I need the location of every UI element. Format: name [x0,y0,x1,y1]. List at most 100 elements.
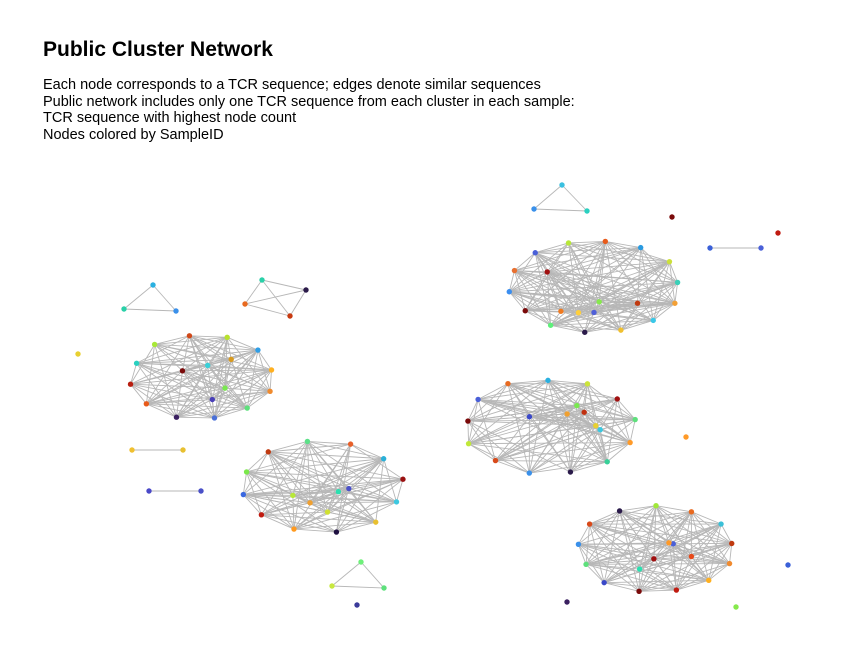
c2-edge [560,302,638,312]
c5-node [688,553,695,560]
c1-edge [136,335,190,364]
c1-edge [176,387,226,418]
c4-edge [507,383,585,413]
c2-edge [550,324,585,333]
c2-edge [578,312,654,321]
c4-edge [566,398,618,415]
c3-node [380,456,387,462]
c3-node [324,509,331,515]
c3-edge [246,471,376,523]
c3-edge [242,471,248,495]
tri-2-node [531,206,537,212]
c2-edge [547,271,675,304]
c5-edge [708,543,733,581]
c5-node [670,541,676,547]
c5-edge [691,543,732,557]
c2-node [674,279,681,286]
c5-node [575,541,582,547]
c2-edge [605,241,678,283]
c1-edge [246,390,271,409]
tri-3-edge [331,561,362,587]
c3-edge [261,514,295,530]
c2-edge [546,271,595,313]
c1-node [255,347,261,353]
c5-node [718,521,724,527]
c5-edge [604,582,640,592]
c5-edge [655,505,670,543]
c5-node [616,508,623,514]
c4-edge [570,442,631,473]
c2-edge [525,310,551,326]
c1-edge [130,369,272,385]
c5-edge [578,543,677,591]
c2-node [591,309,597,316]
c3-edge [292,441,308,496]
c3-edge [293,521,376,530]
c3-edge [309,478,404,504]
c3-edge [306,441,328,513]
c2-edge [620,319,654,331]
c2-edge [508,270,515,292]
c2-edge [509,291,579,314]
c5-edge [604,579,709,584]
c2-edge [534,252,562,312]
c5-edge [720,523,733,544]
c3-edge [338,491,377,523]
c2-edge [560,247,641,312]
c4-edge [567,411,585,415]
c3-edge [336,501,397,533]
c4-edge [467,399,479,422]
c5-edge [578,511,692,545]
c4-edge [599,429,608,462]
c5-edge [668,523,722,544]
c1-edge [189,335,213,400]
c2-edge [560,310,579,314]
c5-edge [619,510,641,570]
c2-edge [568,242,678,283]
c4-node [627,439,633,446]
quad-1-node [303,287,309,293]
c2-node [666,258,673,265]
c2-edge [599,301,638,304]
c1-node [204,362,211,369]
c5-edge [589,523,640,570]
c3-edge [243,458,384,495]
c5-edge [586,556,692,565]
c3-node [307,500,313,506]
c3-edge [335,488,350,533]
c3-edge [293,528,337,533]
c1-edge [224,349,259,389]
c2-node [582,329,588,335]
c1-node [222,385,228,391]
c2-node [565,240,572,246]
c2-node [672,300,678,306]
c2-edge [620,302,638,331]
c1-edge [136,362,248,409]
c3-edge [243,494,311,504]
c2-edge [578,302,638,314]
c2-edge [514,270,562,312]
c4-edge [583,412,608,462]
c4-edge [478,398,585,413]
quad-1-node [259,277,265,283]
c5-edge [691,556,710,581]
c4-edge [495,425,596,462]
c5-edge [589,511,692,525]
c1-node [268,367,275,373]
c2-node [544,269,550,275]
c4-node [526,470,533,476]
c1-edge [207,364,272,371]
c4-edge [477,399,608,463]
c2-edge [605,240,641,249]
c2-edge [546,271,562,312]
c1-edge [130,383,147,405]
c2-edge [620,282,678,331]
tri-2-edge [533,208,588,212]
subtitle-line-4: Nodes colored by SampleID [43,126,224,143]
c3-node [291,526,297,532]
c4-edge [529,416,596,427]
c1-node [179,368,186,374]
c4-edge [584,398,618,413]
c1-edge [212,369,272,400]
c4-edge [477,398,530,418]
